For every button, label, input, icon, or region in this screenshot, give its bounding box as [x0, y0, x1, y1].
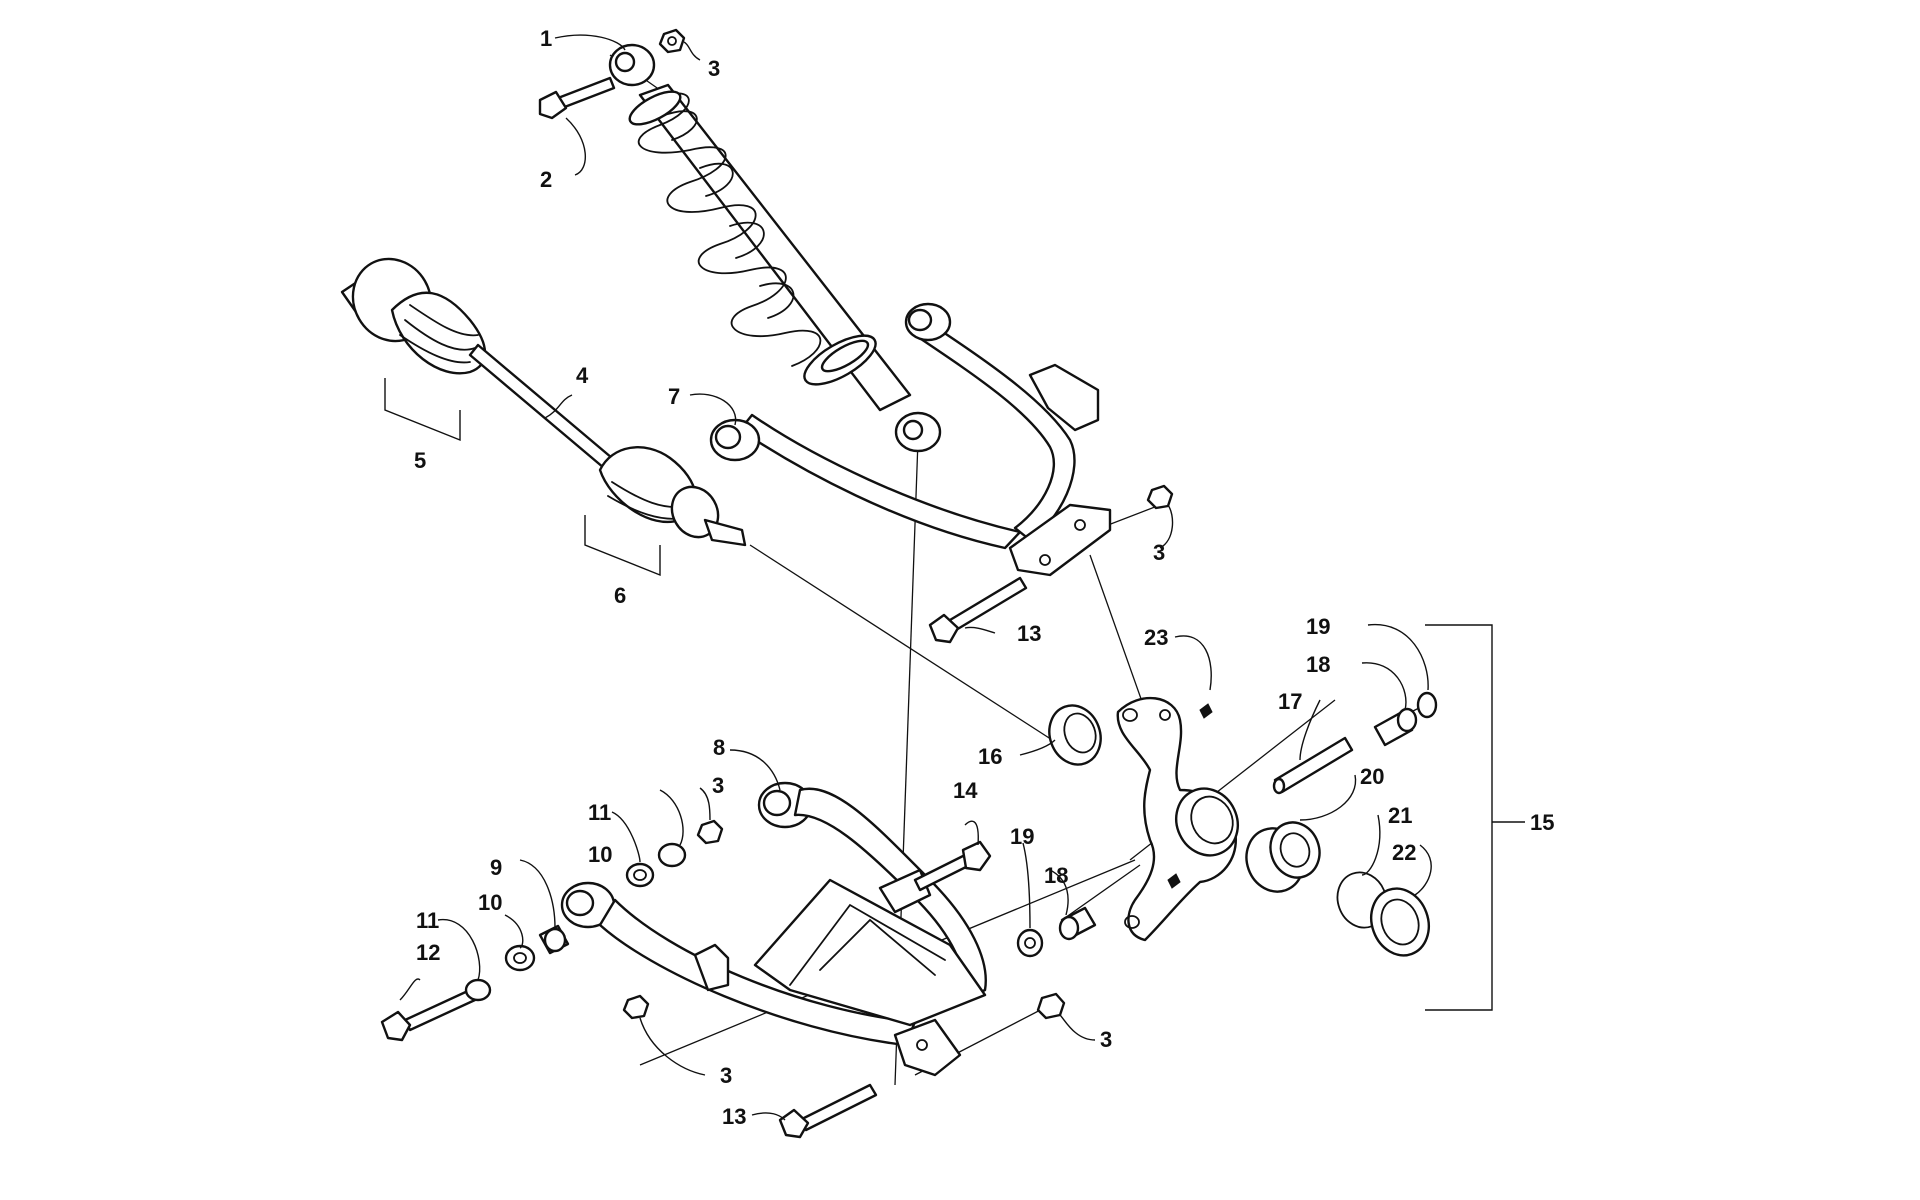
callout-2: 2: [540, 167, 552, 192]
callout-6: 6: [614, 583, 626, 608]
upper-arm-bolt: [928, 576, 1028, 644]
callout-13-lower: 13: [722, 1104, 746, 1129]
callout-8: 8: [713, 735, 725, 760]
callout-3-lower-left: 3: [720, 1063, 732, 1088]
callout-19-upper: 19: [1306, 614, 1330, 639]
knuckle: [1116, 696, 1239, 942]
nut-lower-left: [622, 994, 650, 1020]
seal: [1048, 704, 1102, 766]
callout-3-top: 3: [708, 56, 720, 81]
lower-a-arm: [560, 781, 987, 1077]
callout-3-upper-arm: 3: [1153, 540, 1165, 565]
knuckle-hardware: [1016, 691, 1438, 958]
callout-14: 14: [953, 778, 978, 803]
lower-arm-hardware-front: [625, 819, 724, 888]
callout-5: 5: [414, 448, 426, 473]
callout-19-lower: 19: [1010, 824, 1034, 849]
shock-upper-bolt: [538, 76, 616, 120]
axle-shaft: [340, 257, 747, 547]
callout-11-left: 11: [416, 908, 439, 933]
callout-11-front: 11: [588, 800, 611, 825]
upper-a-arm: [709, 302, 1112, 577]
callout-12: 12: [416, 940, 440, 965]
callout-23: 23: [1144, 625, 1168, 650]
callout-13-upper: 13: [1017, 621, 1041, 646]
callout-18-upper: 18: [1306, 652, 1330, 677]
callout-1: 1: [540, 26, 552, 51]
lower-arm-bolt: [778, 1083, 878, 1139]
callout-9: 9: [490, 855, 502, 880]
lower-shock-bolt: [913, 840, 992, 892]
leader-lines: [384, 34, 1525, 1121]
callout-15: 15: [1530, 810, 1554, 835]
callout-17: 17: [1278, 689, 1302, 714]
callout-3-lower-right: 3: [1100, 1027, 1112, 1052]
callout-20: 20: [1360, 764, 1384, 789]
callout-21: 21: [1388, 803, 1412, 828]
nut-upper-arm: [1146, 484, 1174, 510]
callout-16: 16: [978, 744, 1002, 769]
callout-18-lower: 18: [1044, 863, 1068, 888]
callout-10-left: 10: [478, 890, 502, 915]
shock-absorber: [608, 43, 942, 453]
nut-top: [658, 28, 686, 54]
callout-7: 7: [668, 384, 680, 409]
lower-arm-hardware-left: [380, 924, 570, 1042]
callout-22: 22: [1392, 840, 1416, 865]
callout-3-front: 3: [712, 773, 724, 798]
nut-lower-right: [1036, 992, 1066, 1020]
callout-numbers: 1 3 2 4 5 6 7 3 13 23 19 18 17 16 8 3 14…: [414, 26, 1554, 1129]
callout-10-front: 10: [588, 842, 612, 867]
callout-4: 4: [576, 363, 589, 388]
